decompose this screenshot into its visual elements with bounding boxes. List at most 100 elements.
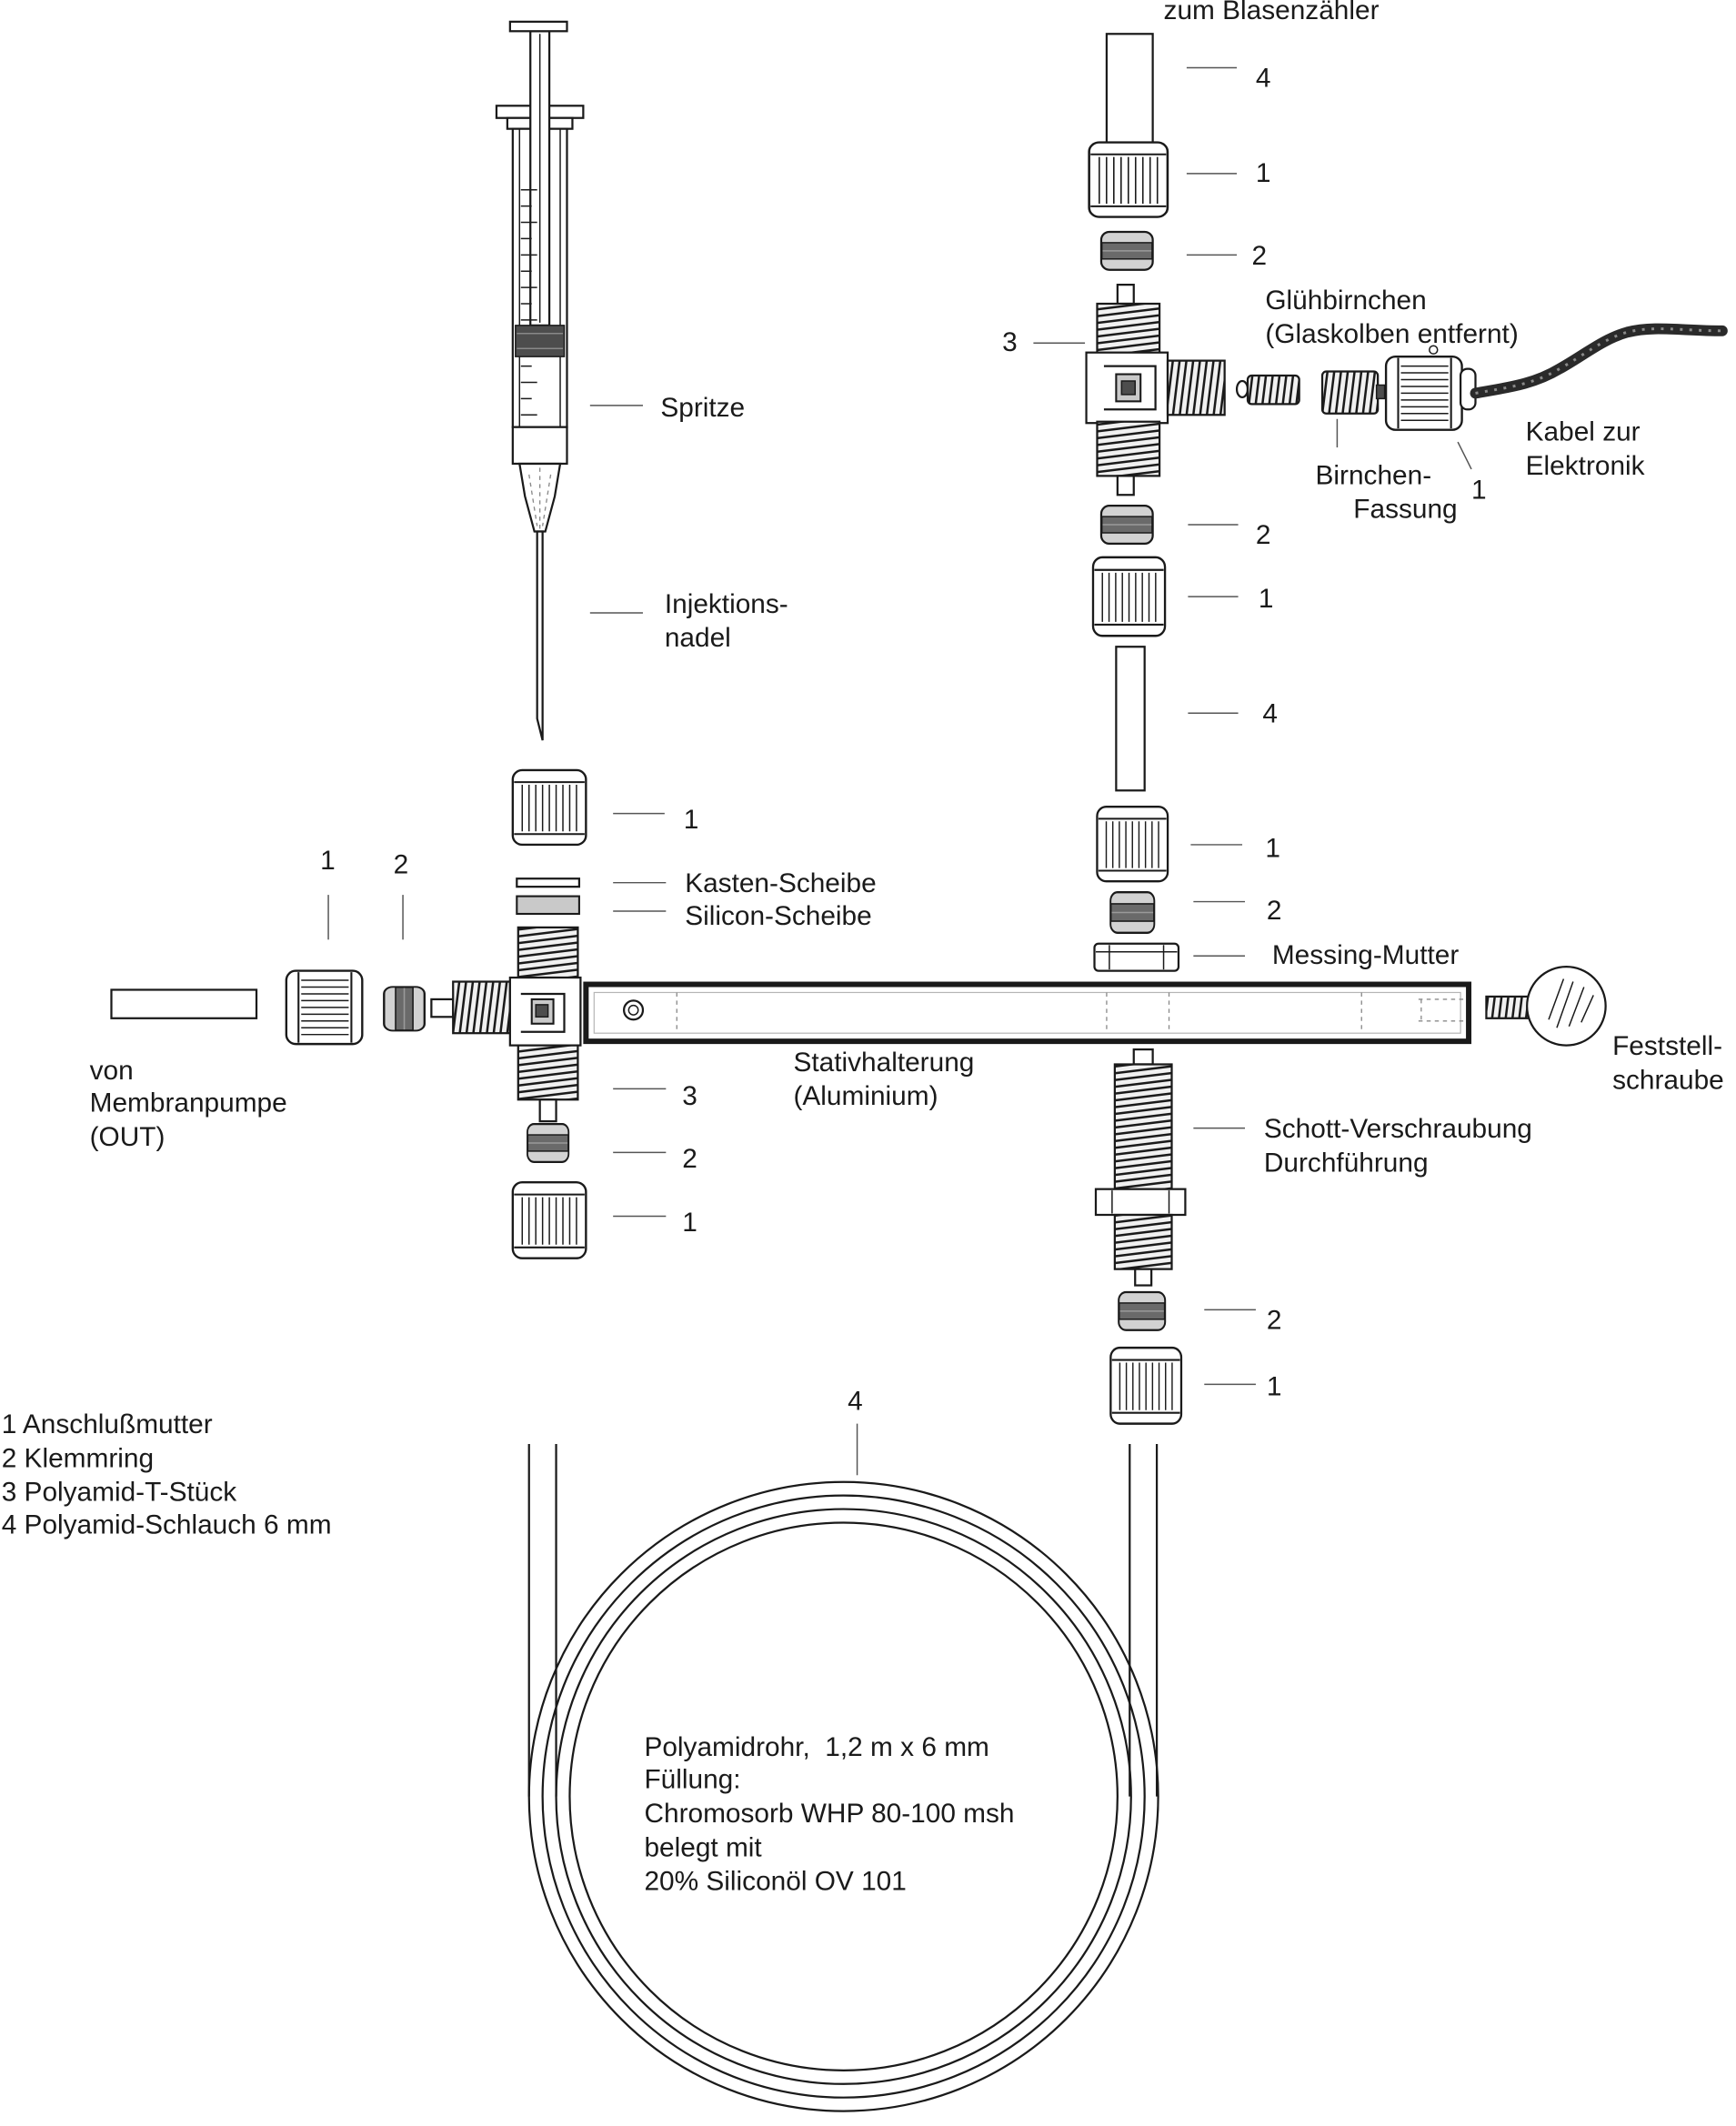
label-inlet-line3: (OUT): [90, 1122, 166, 1152]
label-cable-line2: Elektronik: [1526, 451, 1645, 481]
callout-right-tube-mid: 4: [1262, 699, 1278, 729]
bulkhead-top-stub: [1132, 1048, 1154, 1066]
inlet-stub: [430, 998, 455, 1018]
bulkhead-lower-thread: [1113, 1213, 1173, 1270]
label-needle-line2: nadel: [665, 623, 731, 653]
label-box-washer: Kasten-Scheibe: [685, 868, 876, 898]
left-top-nut: [511, 768, 587, 847]
set-screw-knob-hatch: [1548, 978, 1594, 1028]
label-bulkhead-line1: Schott-Verschraubung: [1264, 1114, 1532, 1144]
label-brass-nut: Messing-Mutter: [1272, 940, 1459, 970]
syringe-tip-holder: [511, 426, 568, 466]
callout-coil: 4: [848, 1387, 863, 1417]
stand-holder: [583, 981, 1472, 1045]
right-tee-top-thread: [1096, 302, 1161, 356]
bulkhead-bottom-stub: [1134, 1268, 1153, 1287]
label-syringe: Spritze: [660, 393, 745, 423]
set-screw-thread: [1485, 995, 1531, 1019]
inlet-nut: [285, 969, 364, 1046]
column-left-leg: [527, 1443, 557, 1797]
callout-right-ring-bottom: 2: [1267, 1305, 1282, 1335]
column-coil-outer: [527, 1480, 1159, 2112]
left-bottom-clamp-ring: [526, 1122, 570, 1163]
syringe-barrel-walls: [518, 128, 561, 427]
electronics-cable-texture: [1475, 327, 1722, 395]
callout-right-ring-top: 2: [1251, 241, 1267, 271]
left-tee-bore-core: [535, 1004, 549, 1018]
left-tee-top-thread: [517, 926, 579, 979]
legend-item: 2 Klemmring: [2, 1443, 154, 1473]
left-tee-side-thread: [452, 980, 511, 1035]
stand-holder-bar: [583, 981, 1472, 1045]
label-inlet-line1: von: [90, 1056, 134, 1086]
syringe: [495, 20, 585, 741]
bulb-assembly: [1235, 323, 1728, 431]
left-bottom-stub: [538, 1098, 557, 1123]
bulkhead-hex: [1094, 1188, 1187, 1217]
label-set-screw-line2: schraube: [1612, 1065, 1724, 1095]
legend-item: 1 Anschlußmutter: [2, 1409, 213, 1439]
right-mid-stub: [1116, 475, 1135, 496]
callout-left-nut-top: 1: [684, 805, 699, 835]
callout-right-tee: 3: [1002, 327, 1018, 357]
brass-nut-flats: [1096, 945, 1178, 970]
stand-holder-hole-inner: [627, 1004, 639, 1016]
right-top-clamp-ring: [1099, 230, 1154, 271]
bulb-filament-tip: [1235, 379, 1249, 399]
needle-hub-bore: [528, 467, 552, 529]
column-coil-inner: [568, 1521, 1119, 2071]
label-bulb-line1: Glühbirnchen: [1265, 286, 1426, 316]
callout-left-tee: 3: [682, 1081, 697, 1111]
legend-item: 4 Polyamid-Schlauch 6 mm: [2, 1509, 332, 1539]
right-lower-nut: [1096, 805, 1169, 883]
left-tee-channel: [520, 992, 566, 1033]
brass-nut: [1093, 942, 1180, 972]
right-column-assembly: [1085, 33, 1226, 1425]
column-note-line: belegt mit: [644, 1832, 762, 1862]
bulb-socket-thread: [1320, 370, 1380, 415]
callout-inlet-ring: 2: [394, 849, 409, 879]
labels: zum Blasenzähler 4 1 2 Glühbirnchen (Gla…: [90, 0, 1724, 1417]
right-tee-channel: [1103, 365, 1157, 411]
label-silicone-washer: Silicon-Scheibe: [685, 901, 872, 931]
silicone-washer: [516, 895, 580, 916]
label-stand-holder-line2: (Aluminium): [793, 1081, 938, 1111]
callout-right-nut-mid: 1: [1259, 584, 1274, 614]
set-screw: [1485, 966, 1607, 1047]
coiled-column: [527, 1443, 1159, 2112]
column-right-leg: [1129, 1443, 1159, 1797]
label-top-outlet: zum Blasenzähler: [1164, 0, 1380, 25]
label-inlet-line2: Membranpumpe: [90, 1088, 287, 1118]
stand-holder-hidden-lines: [676, 992, 1465, 1034]
callout-right-nut-bottom: 1: [1267, 1371, 1282, 1401]
callout-right-nut-top: 1: [1256, 158, 1271, 188]
needle-hub: [517, 462, 562, 533]
callout-cable-nut: 1: [1471, 476, 1487, 506]
bulb-thread: [1246, 374, 1300, 406]
label-stand-holder-line1: Stativhalterung: [793, 1048, 974, 1078]
callout-right-ring-lower: 2: [1267, 896, 1282, 926]
socket-contact: [1375, 384, 1386, 400]
right-lower-clamp-ring: [1109, 891, 1156, 934]
right-tee-bore-core: [1120, 380, 1136, 396]
column-note: Polyamidrohr, 1,2 m x 6 mm Füllung: Chro…: [644, 1732, 1014, 1897]
callout-inlet-nut: 1: [320, 846, 336, 876]
parts-legend: 1 Anschlußmutter 2 Klemmring 3 Polyamid-…: [2, 1409, 332, 1539]
left-tee-bottom-thread: [517, 1044, 579, 1101]
inlet-tube: [110, 988, 258, 1019]
label-needle-line1: Injektions-: [665, 589, 788, 619]
label-bulkhead-line2: Durchführung: [1264, 1148, 1429, 1178]
syringe-stopper: [515, 325, 566, 357]
callout-right-nut-lower: 1: [1265, 833, 1280, 863]
stand-holder-inner-edge: [593, 991, 1461, 1034]
syringe-scale: [520, 189, 537, 416]
left-bottom-nut: [511, 1181, 587, 1259]
column-coil-third: [555, 1508, 1132, 2085]
label-bulb-socket-line2: Fassung: [1353, 495, 1457, 525]
syringe-thumb-rest: [508, 20, 568, 33]
right-bottom-clamp-ring: [1118, 1290, 1167, 1331]
left-tee-assembly: [110, 768, 587, 1259]
right-mid-nut: [1091, 556, 1167, 637]
injection-needle: [536, 530, 544, 741]
